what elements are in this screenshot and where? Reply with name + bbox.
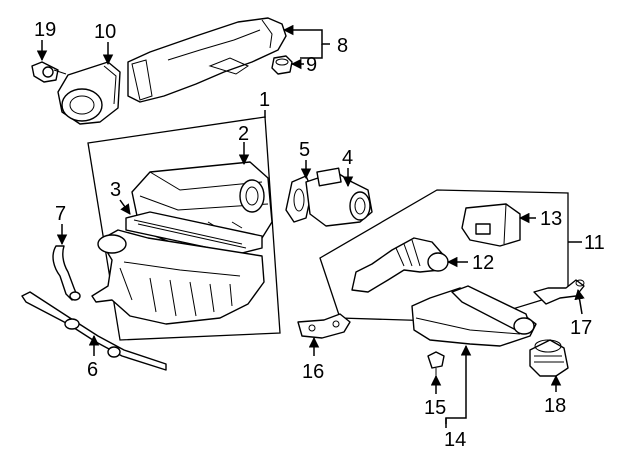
callout-9: 9 — [306, 54, 317, 76]
callout-11: 11 — [584, 232, 605, 254]
intake-duct-part — [127, 17, 287, 103]
intake-hose-part — [351, 237, 449, 293]
callout-14: 14 — [444, 429, 466, 451]
callout-2: 2 — [238, 123, 249, 145]
callout-15: 15 — [424, 397, 446, 419]
support-rod-part — [21, 291, 167, 371]
leader-lines — [36, 24, 585, 428]
callout-6: 6 — [87, 359, 98, 381]
callout-7: 7 — [55, 203, 66, 225]
vacuum-hose-part — [533, 279, 585, 305]
duct-grommet-part — [271, 55, 293, 75]
resonator-duct-part — [411, 285, 537, 347]
callout-8: 8 — [337, 35, 348, 57]
callout-17: 17 — [570, 317, 592, 339]
callout-19: 19 — [34, 19, 56, 41]
retaining-clip-part — [427, 351, 445, 376]
air-cleaner-case-part — [91, 229, 265, 325]
breather-hose-part — [52, 245, 81, 301]
mounting-bracket-part — [297, 313, 351, 339]
air-filter-element-part — [125, 211, 263, 255]
resonator-part — [461, 203, 521, 247]
callout-13: 13 — [540, 208, 562, 230]
callout-5: 5 — [299, 139, 310, 161]
outlet-hose-part — [529, 339, 569, 377]
intake-temp-sensor-part — [31, 61, 67, 83]
intake-scoop-part — [57, 61, 121, 125]
callout-3: 3 — [110, 179, 121, 201]
callout-16: 16 — [302, 361, 324, 383]
callout-12: 12 — [472, 252, 494, 274]
callout-10: 10 — [94, 21, 116, 43]
mass-airflow-meter-part — [305, 167, 373, 227]
callout-1: 1 — [259, 89, 270, 111]
callout-18: 18 — [544, 395, 566, 417]
callout-4: 4 — [342, 147, 353, 169]
